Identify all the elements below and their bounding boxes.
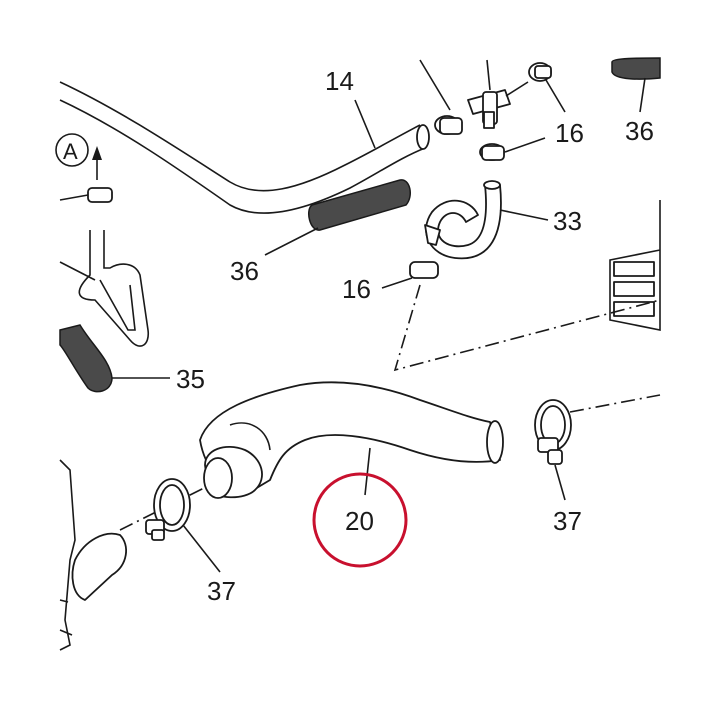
hose-36-top [611, 57, 661, 113]
hose-14 [59, 81, 430, 214]
engine-part-lower-left [59, 459, 127, 651]
clamp-16-upper [479, 137, 546, 161]
engine-part-right [609, 200, 661, 331]
hose-36-mid [264, 179, 412, 256]
clamp-16-lower [381, 261, 439, 289]
label-35: 35 [176, 364, 205, 394]
hose-33 [424, 180, 549, 260]
label-37-right: 37 [553, 506, 582, 536]
label-36-top: 36 [625, 116, 654, 146]
hose-left-loop [59, 230, 150, 347]
label-16-mid: 16 [342, 274, 371, 304]
label-36-mid: 36 [230, 256, 259, 286]
label-20: 20 [345, 506, 374, 536]
clamp-left-small [59, 187, 113, 203]
hose-35 [59, 324, 170, 393]
highlight-circle [312, 472, 408, 568]
label-33: 33 [553, 206, 582, 236]
clamp-16-top [528, 62, 566, 113]
clamp-37-right [534, 399, 572, 501]
label-16-top: 16 [555, 118, 584, 148]
dash-line-upper [393, 284, 661, 372]
view-a-indicator [55, 133, 102, 180]
dash-line-left [119, 484, 211, 531]
clamp-37-left [145, 478, 221, 573]
label-14: 14 [325, 66, 354, 96]
dash-line-right [569, 394, 661, 413]
label-view-a: A [63, 139, 78, 164]
hose-20 [199, 381, 504, 499]
label-37-left: 37 [207, 576, 236, 606]
t-connector [467, 59, 529, 129]
clamp-top-left [419, 59, 463, 135]
